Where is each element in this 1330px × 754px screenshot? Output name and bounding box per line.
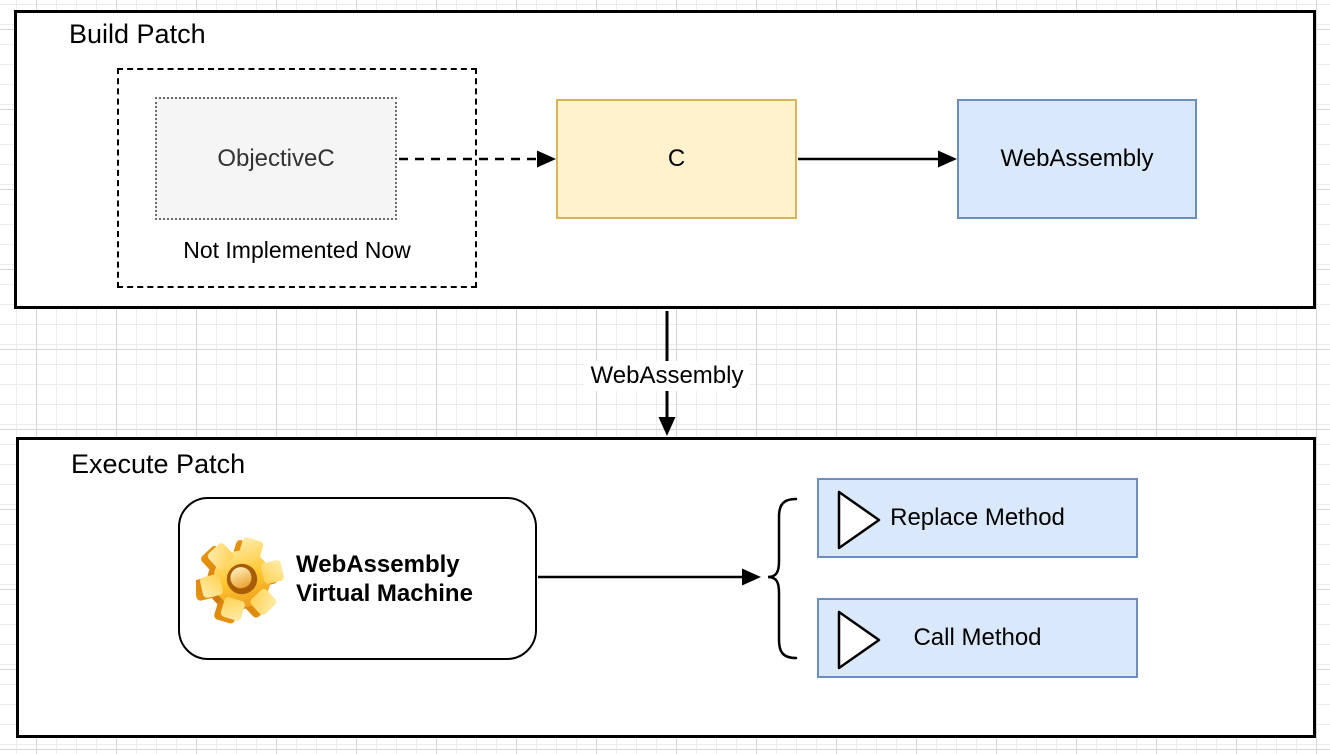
wasm-virtual-machine-box: WebAssembly Virtual Machine [178,497,537,660]
wasm-edge-label: WebAssembly [584,361,750,391]
objectivec-label: ObjectiveC [217,144,335,172]
c-box-label: C [667,145,686,172]
not-implemented-caption: Not Implemented Now [183,237,411,263]
wasm-virtual-machine-label: WebAssembly Virtual Machine [296,550,473,607]
build-patch-title: Build Patch [69,19,206,49]
objectivec-box: ObjectiveC [155,97,397,220]
webassembly-box: WebAssembly [957,99,1197,219]
gear-icon [196,536,284,623]
replace-method-box: Replace Method [817,478,1138,558]
play-icon [837,610,881,670]
call-method-label: Call Method [913,624,1042,651]
execute-patch-title: Execute Patch [71,449,246,479]
call-method-box: Call Method [817,598,1138,678]
c-box: C [556,99,797,219]
play-icon [837,490,881,550]
not-implemented-group [117,68,477,288]
replace-method-label: Replace Method [890,504,1065,531]
webassembly-box-label: WebAssembly [1000,145,1154,172]
